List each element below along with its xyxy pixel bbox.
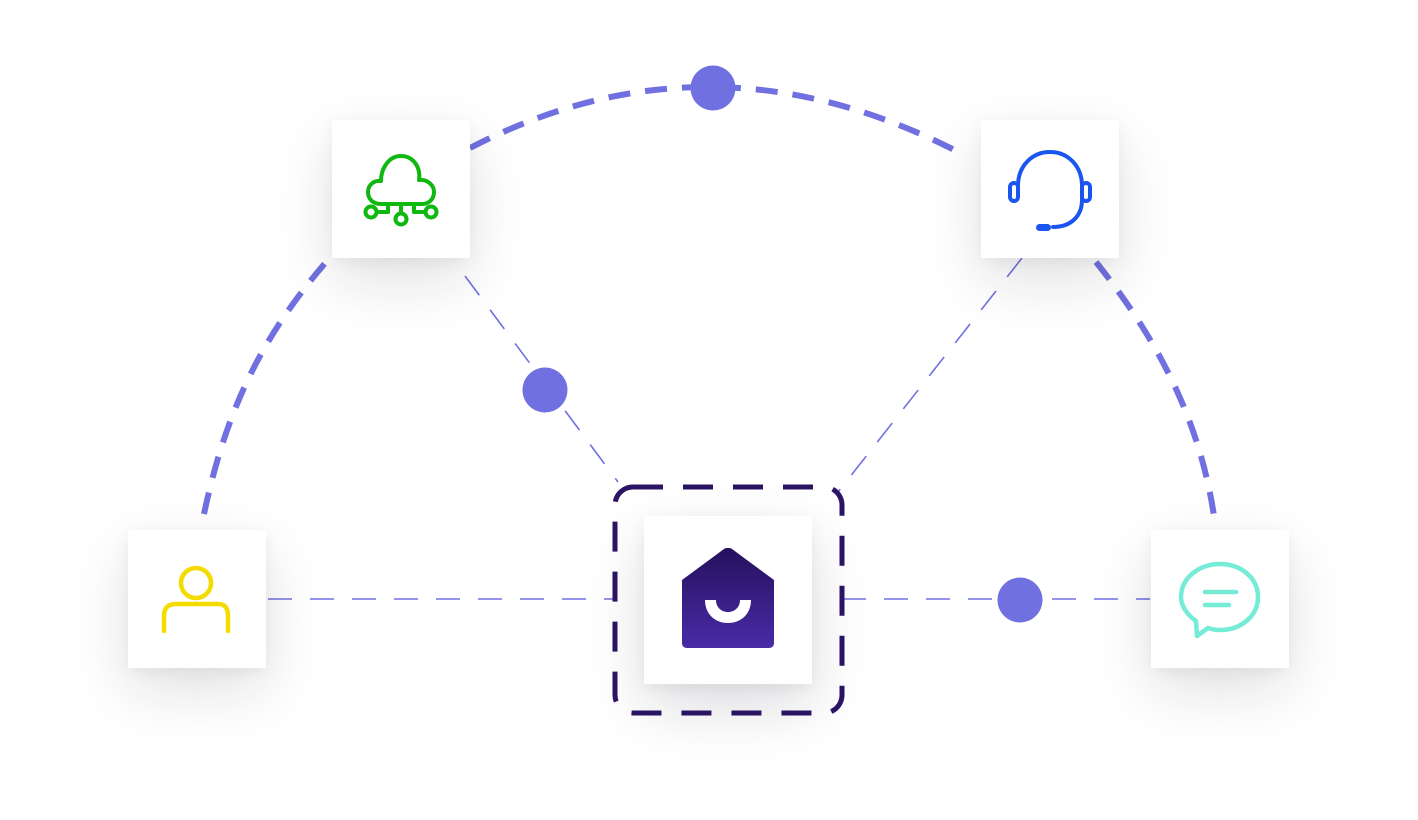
node-dot-top (690, 65, 736, 111)
chat-bubble-icon (1178, 561, 1261, 639)
node-dot-right (997, 577, 1043, 623)
chat-node[interactable] (1151, 530, 1289, 668)
edge-support-hub (837, 257, 1023, 493)
headset-icon (1008, 150, 1092, 231)
edge-user-cloud (201, 260, 329, 515)
edge-support-chat (1093, 260, 1217, 517)
node-dot-left (522, 367, 568, 413)
support-node[interactable] (981, 120, 1119, 258)
cloud-network-node[interactable] (332, 120, 470, 258)
user-node[interactable] (128, 530, 266, 668)
hub-node[interactable] (644, 516, 812, 684)
user-icon (161, 565, 231, 634)
hub-outline (612, 484, 845, 716)
cloud-network-icon (363, 154, 439, 227)
house-logo-icon (682, 547, 774, 648)
